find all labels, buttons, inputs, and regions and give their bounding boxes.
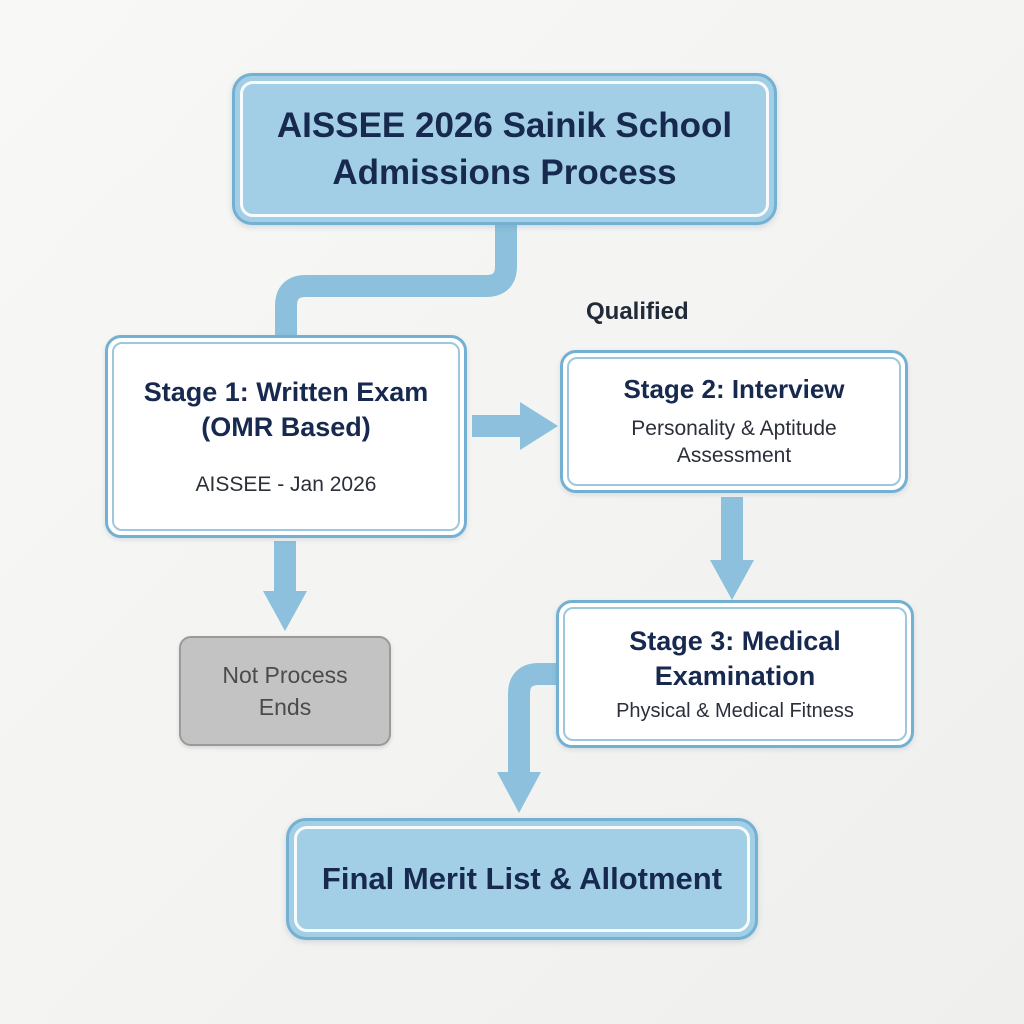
title-box: AISSEE 2026 Sainik School Admissions Pro… [232,73,777,225]
arrowhead-stage2-to-stage3 [710,560,754,600]
connector-stage3-to-final [508,663,557,774]
stage1-heading-line-2: (OMR Based) [201,411,371,442]
not-qualified-line-2: Ends [258,694,312,720]
arrowhead-stage1-to-not-qualified [263,591,307,631]
stage1-heading: Stage 1: Written Exam (OMR Based) [144,375,429,445]
qualified-label: Qualified [586,298,689,325]
stage1-box: Stage 1: Written Exam (OMR Based) AISSEE… [105,335,467,538]
arrowhead-stage1-to-stage2 [520,402,558,450]
stage2-subtext-line-2: Assessment [676,444,792,468]
final-label: Final Merit List & Allotment [321,861,723,896]
stage3-box: Stage 3: Medical Examination Physical & … [556,600,914,748]
stage3-heading: Stage 3: Medical Examination [629,624,841,694]
stage2-subtext: Personality & Aptitude Assessment [631,415,836,470]
final-box: Final Merit List & Allotment [286,818,758,940]
title-line-1: AISSEE 2026 Sainik School [276,105,733,145]
stage3-heading-line-2: Examination [654,661,816,691]
not-qualified-text: Not Process Ends [222,659,347,723]
not-qualified-line-1: Not Process [222,661,348,688]
title-line-2: Admissions Process [332,153,677,192]
page-title: AISSEE 2026 Sainik School Admissions Pro… [277,102,732,197]
stage3-heading-line-1: Stage 3: Medical [629,625,841,656]
arrowhead-stage3-to-final [497,772,541,813]
stage2-subtext-line-1: Personality & Aptitude [631,417,837,441]
stage2-box: Stage 2: Interview Personality & Aptitud… [560,350,908,493]
stage2-heading: Stage 2: Interview [623,374,845,405]
stage1-heading-line-1: Stage 1: Written Exam [143,376,429,407]
not-qualified-box: Not Process Ends [179,636,391,746]
connector-title-to-stage1 [275,222,517,340]
stage1-subtext: AISSEE - Jan 2026 [195,472,377,496]
stage3-subtext: Physical & Medical Fitness [616,700,854,723]
